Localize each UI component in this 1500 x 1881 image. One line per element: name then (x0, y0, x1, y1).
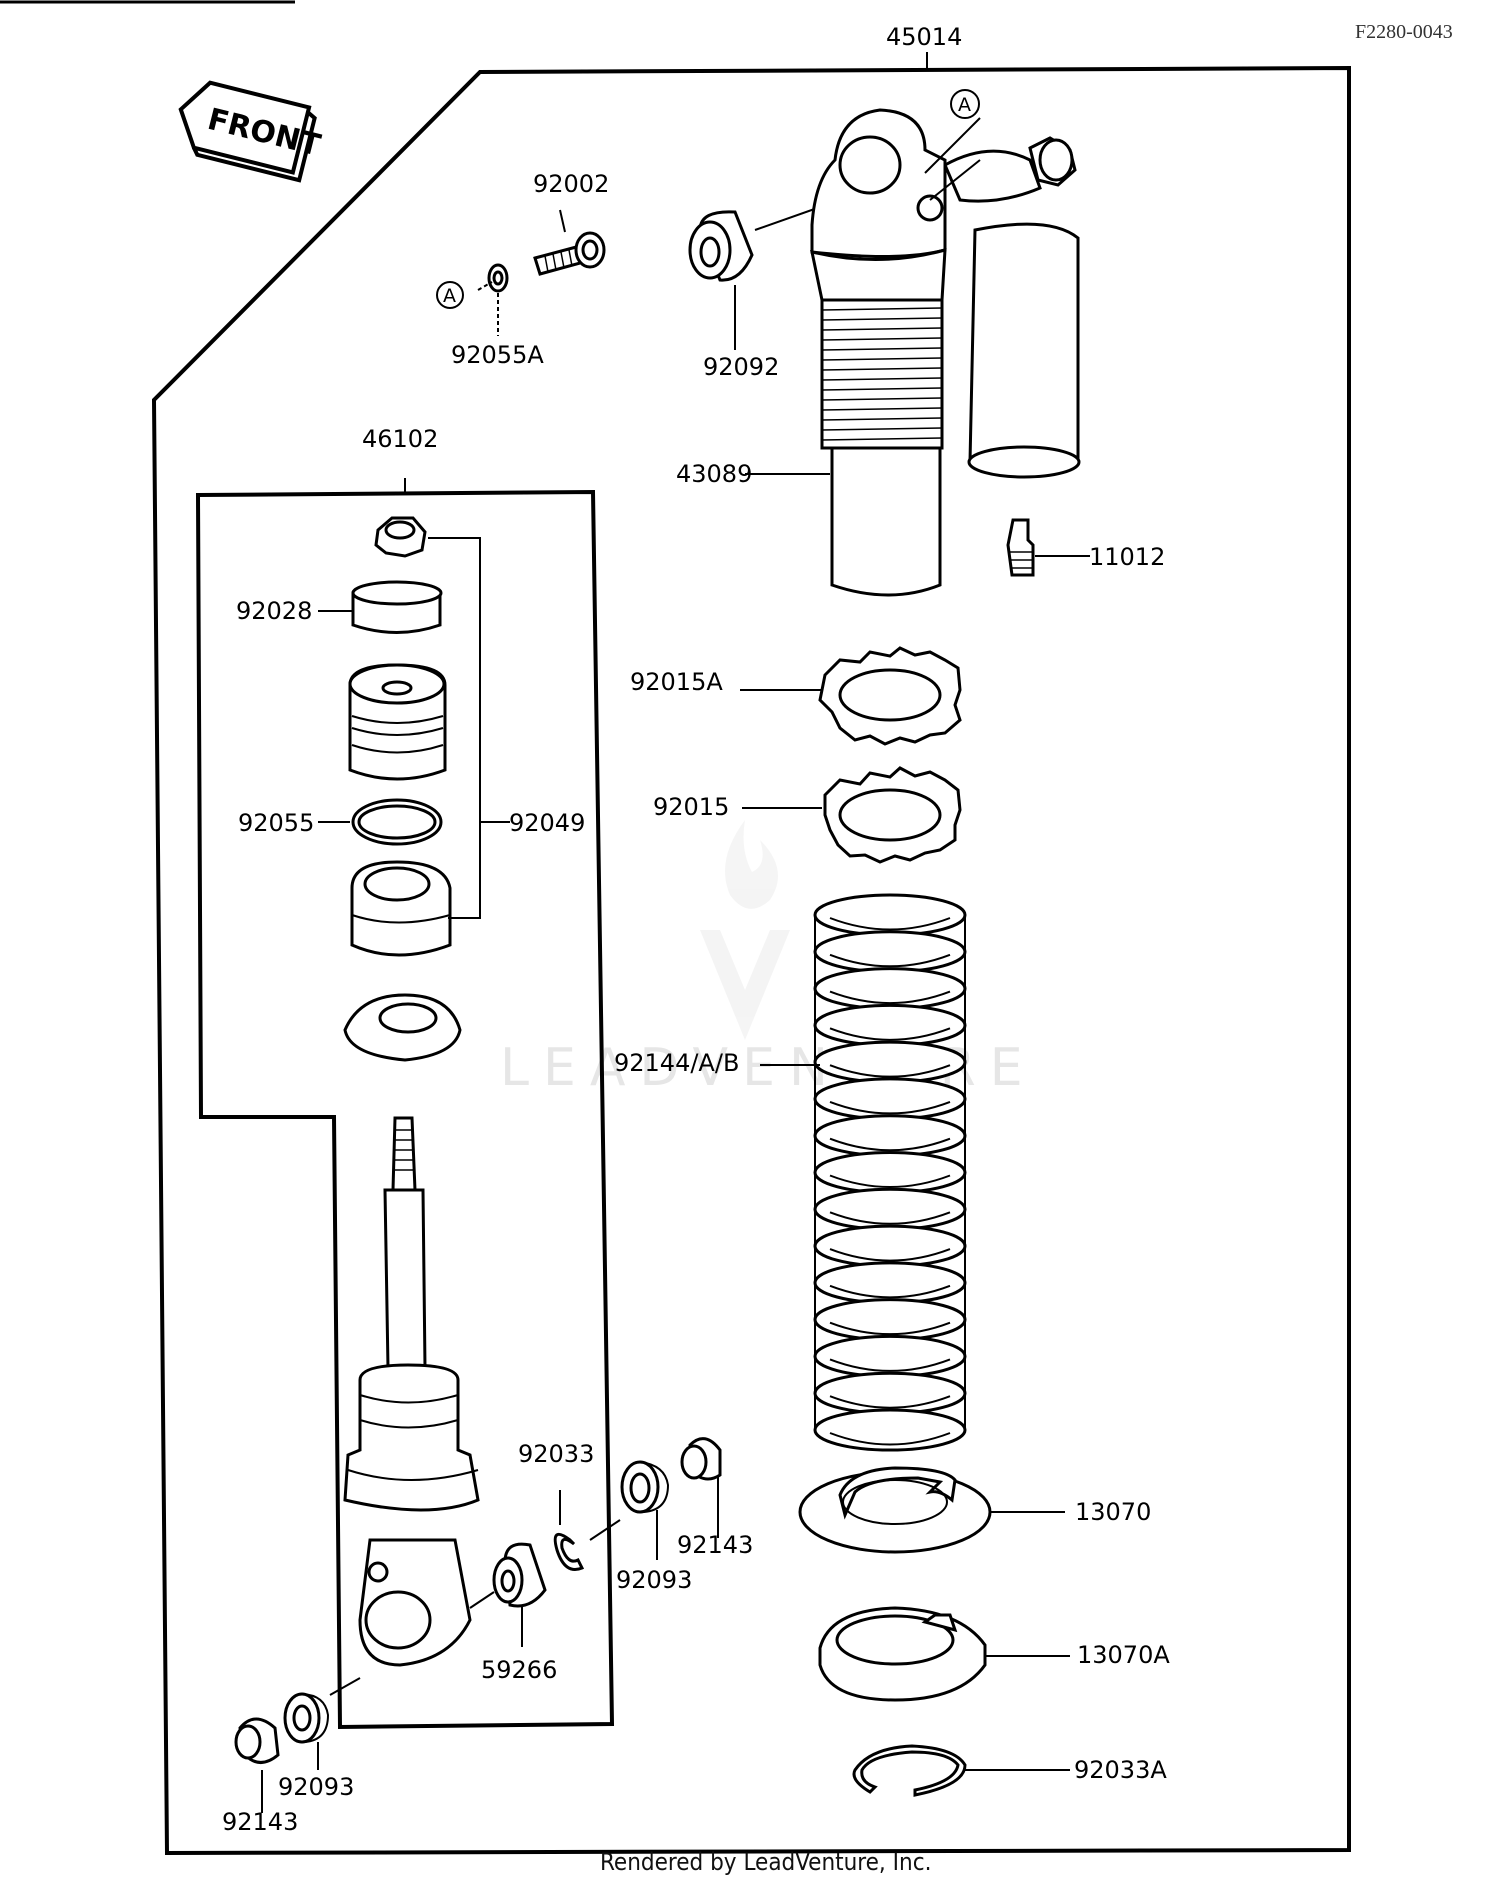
coil-spring-92144 (813, 893, 967, 1452)
label-43089: 43089 (676, 460, 752, 488)
label-92143-left: 92143 (222, 1808, 298, 1836)
label-92055: 92055 (238, 809, 314, 837)
label-13070A: 13070A (1077, 1641, 1170, 1669)
label-92093-right: 92093 (616, 1566, 692, 1594)
spring-coil-inner-edge (829, 990, 951, 1005)
label-46102: 46102 (362, 425, 438, 453)
callout-a-marker (436, 281, 464, 309)
front-arrow-icon: FRONT (178, 80, 324, 183)
nut-46102 (374, 516, 427, 558)
spring-coil-inner-edge (829, 1100, 951, 1115)
callout-a-marker-2 (950, 89, 980, 119)
spring-coil-inner-edge (829, 1432, 951, 1446)
label-92015: 92015 (653, 793, 729, 821)
callout-a-letter: A (443, 285, 456, 307)
spring-coil-inner-edge (829, 1174, 951, 1188)
label-92049: 92049 (509, 809, 585, 837)
assembly-boundary-45014 (151, 65, 1351, 1856)
spring-seat-13070A (818, 1606, 987, 1702)
reference-code: F2280-0043 (1355, 21, 1453, 43)
cap-92143-right (680, 1437, 722, 1481)
piston-92049 (348, 663, 447, 781)
spring-coil-inner-edge (829, 1358, 951, 1372)
spring-coil-inner-edge (829, 1321, 951, 1336)
spring-coil-inner-edge (829, 1064, 951, 1078)
spring-coil-inner-edge (829, 917, 951, 931)
label-92055A: 92055A (451, 341, 544, 369)
shock-body-43089 (810, 108, 1081, 597)
label-92092: 92092 (703, 353, 779, 381)
label-59266: 59266 (481, 1656, 557, 1684)
damper-lower-body (343, 1363, 480, 1667)
bolt-92002 (533, 231, 606, 276)
spring-coil-inner-edge (829, 953, 951, 968)
label-92015A: 92015A (630, 668, 723, 696)
label-92093-left: 92093 (278, 1773, 354, 1801)
damper-shaft (383, 1116, 427, 1370)
bump-cap (343, 993, 462, 1062)
spring-seat-13070 (798, 1466, 992, 1554)
label-45014: 45014 (886, 23, 962, 51)
spring-coil-inner-edge (829, 1211, 951, 1225)
assembly-boundary-46102 (195, 489, 615, 1730)
label-92028: 92028 (236, 597, 312, 625)
watermark-logo (700, 820, 790, 1040)
seal-92093-left (283, 1692, 330, 1744)
spring-seat-92015 (823, 766, 962, 864)
label-92033A: 92033A (1074, 1756, 1167, 1784)
ring-92028 (351, 580, 443, 634)
spring-coil-inner-edge (829, 1395, 951, 1409)
label-11012: 11012 (1089, 543, 1165, 571)
bushing-59266 (492, 1542, 547, 1608)
spring-seat-92015A (818, 646, 962, 746)
seal-92093-right (620, 1460, 670, 1514)
bushing-92092 (688, 210, 754, 282)
label-92002: 92002 (533, 170, 609, 198)
circlip-92033 (553, 1532, 585, 1571)
spring-coil-inner-edge (829, 1027, 951, 1041)
label-92033: 92033 (518, 1440, 594, 1468)
label-92143-right: 92143 (677, 1531, 753, 1559)
spring-coil-inner-edge (829, 1248, 951, 1262)
spring-coil-inner-edge (829, 1284, 951, 1299)
footer-credit: Rendered by LeadVenture, Inc. (600, 1848, 931, 1876)
spring-coil-inner-edge (829, 1137, 951, 1152)
seat-92049 (350, 860, 452, 957)
cap-92143-left (234, 1717, 280, 1764)
valve-11012 (1006, 518, 1035, 577)
callout-a-letter-2: A (958, 94, 971, 116)
label-92144-a-b: 92144/A/B (614, 1049, 739, 1077)
ring-92033A (852, 1744, 967, 1797)
label-13070: 13070 (1075, 1498, 1151, 1526)
